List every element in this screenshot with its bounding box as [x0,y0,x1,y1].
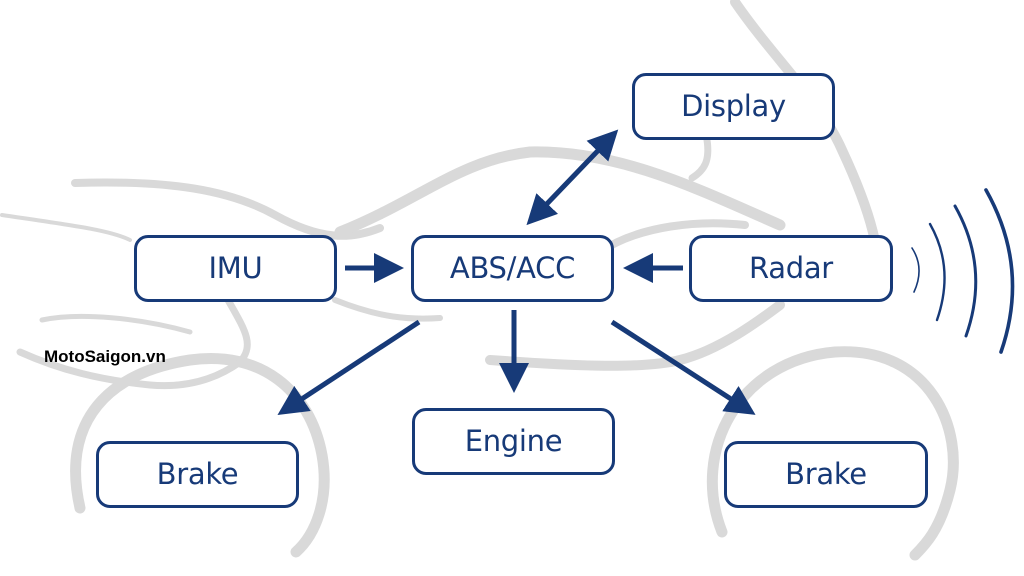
node-engine-label: Engine [464,424,563,458]
node-radar-label: Radar [749,251,833,285]
rear-fender [39,313,193,335]
fairing-tip [688,136,712,182]
node-imu: IMU [134,235,337,302]
front-wheel-arc [707,346,959,561]
node-engine: Engine [412,408,615,475]
node-brake-rear-label: Brake [156,457,239,491]
node-brake-front: Brake [724,441,928,508]
rear-wheel-arc [70,353,330,558]
node-brake-rear: Brake [96,441,299,508]
node-radar: Radar [689,235,893,302]
tail-line [71,178,384,240]
watermark: MotoSaigon.vn [44,347,166,366]
node-imu-label: IMU [208,251,263,285]
node-abs-acc-label: ABS/ACC [449,251,576,285]
rear-frame [16,296,251,390]
node-display: Display [632,73,835,140]
node-brake-front-label: Brake [785,457,867,491]
fairing-inner [596,219,749,256]
belly-line [485,300,785,371]
node-abs-acc: ABS/ACC [411,235,614,302]
node-display-label: Display [681,89,786,123]
swingarm-line [332,297,443,322]
tail-lower-line [0,213,132,242]
